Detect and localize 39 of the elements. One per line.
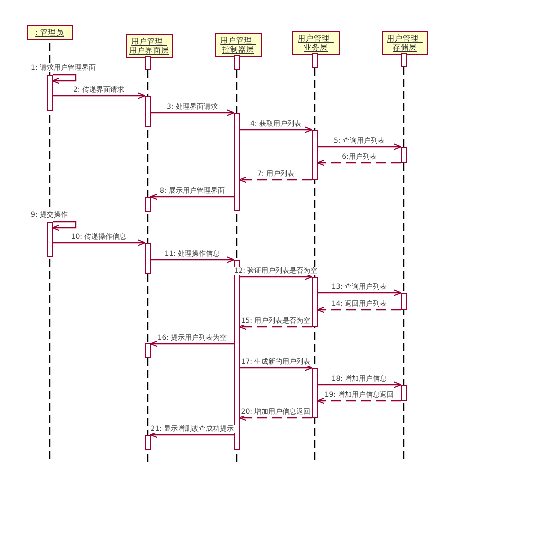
activation-bar	[234, 113, 240, 211]
message-arrow	[151, 256, 235, 264]
activation-bar	[47, 222, 53, 257]
activation-bar	[145, 243, 151, 274]
activation-bar	[312, 368, 318, 418]
return-arrow	[317, 398, 401, 404]
message-arrow	[318, 382, 402, 388]
message-arrow	[52, 74, 77, 84]
activation-bar	[312, 53, 318, 68]
return-arrow	[317, 306, 401, 314]
activation-bar	[145, 435, 151, 450]
message-arrow	[150, 432, 234, 438]
return-arrow	[317, 160, 401, 166]
activation-bar	[145, 96, 151, 127]
activation-bar	[145, 343, 151, 358]
message-arrow	[318, 290, 402, 296]
activation-bar	[401, 293, 407, 310]
message-arrow	[150, 340, 234, 348]
message-arrow	[52, 221, 77, 232]
message-arrow	[53, 240, 146, 246]
activation-bar	[401, 147, 407, 163]
message-arrow	[151, 110, 235, 116]
activation-bar	[145, 197, 151, 212]
activation-bar	[312, 130, 318, 180]
message-arrow	[318, 144, 402, 150]
message-arrow	[240, 364, 313, 372]
activation-bar	[401, 385, 407, 401]
message-arrow	[240, 126, 313, 134]
return-arrow	[239, 414, 312, 422]
message-arrow	[150, 194, 234, 200]
message-arrow	[240, 274, 313, 280]
return-arrow	[239, 324, 312, 330]
activation-bar	[234, 55, 240, 70]
activation-bar	[401, 53, 407, 67]
message-arrow	[53, 92, 146, 100]
activation-bar	[312, 277, 318, 327]
return-arrow	[239, 176, 312, 184]
activation-bar	[145, 56, 151, 70]
activation-bar	[47, 75, 53, 111]
